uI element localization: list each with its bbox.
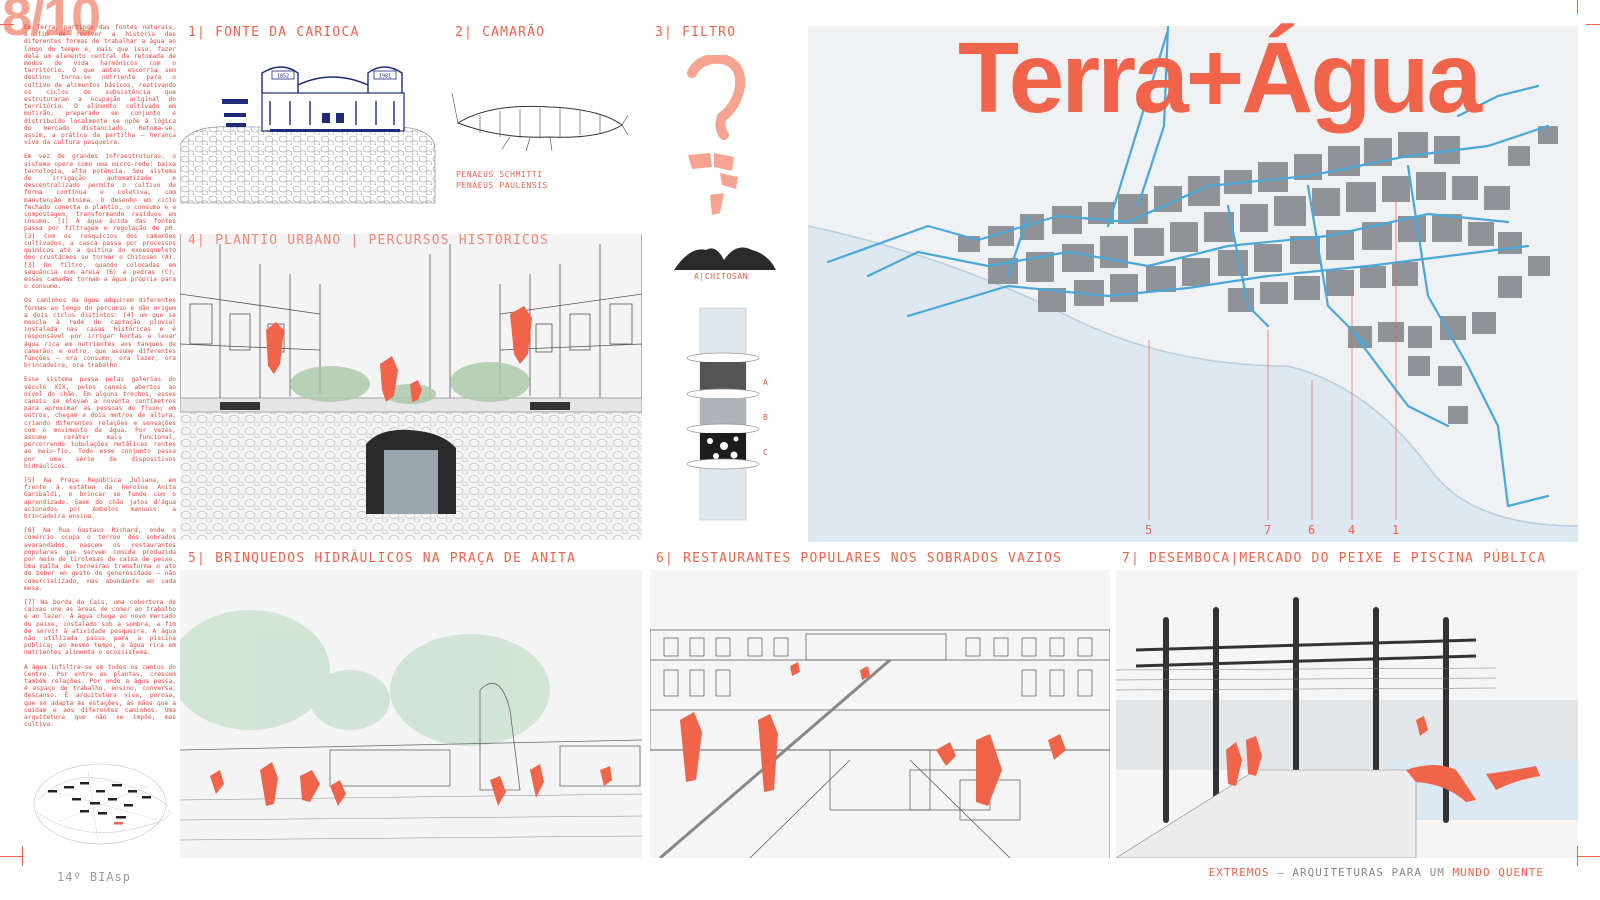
crop-mark-br-v [1577, 846, 1578, 866]
footer-extremos: EXTREMOS [1208, 866, 1270, 879]
crop-mark-tr-v [1577, 0, 1578, 14]
main-title: Terra+Água [958, 22, 1482, 134]
shrimp-species-2: PENAEUS PAULENSIS [456, 181, 549, 190]
crop-mark-br-h [1578, 856, 1600, 857]
filter-column [686, 306, 760, 526]
body-text: Em Terra, partindo das fontes naturais, … [24, 24, 176, 735]
fountain-year-left: 1852 [277, 74, 289, 80]
chitosan-pile [672, 240, 778, 272]
section-5-label: 5| BRINQUEDOS HIDRÁULICOS NA PRAÇA DE AN… [188, 551, 577, 566]
body-paragraph: [6] Na Rua Gustavo Richard, onde o comér… [24, 527, 176, 592]
fountain-drawing: 1852 1981 [179, 55, 440, 205]
section-3-label: 3| FILTRO [655, 25, 737, 40]
map-number-7: 7 [1264, 523, 1272, 537]
map-number-5: 5 [1145, 523, 1153, 537]
section-7-label: 7| DESEMBOCA|MERCADO DO PEIXE E PISCINA … [1122, 551, 1547, 566]
map-number-1: 1 [1392, 523, 1400, 537]
fountain-year-right: 1981 [379, 74, 391, 80]
city-map-panel [808, 26, 1578, 542]
urban-planting-panel [180, 234, 642, 540]
network-diagram [28, 760, 176, 848]
shrimp-species-1: PENAEUS SCHMITTI [456, 170, 543, 179]
shrimp-shell-icon [680, 53, 760, 225]
section-2-label: 2| CAMARÃO [455, 25, 546, 40]
body-paragraph: A água infiltra-se em todos os cantos do… [24, 663, 176, 729]
crop-mark-bl-h [0, 856, 22, 857]
footer-event-name: 14º BIAsp [57, 870, 132, 884]
shrimp-drawing [450, 85, 630, 155]
section-6-label: 6| RESTAURANTES POPULARES NOS SOBRADOS V… [656, 551, 1063, 566]
footer-series-title: EXTREMOS – ARQUITETURAS PARA UM MUNDO QU… [1209, 866, 1544, 879]
body-paragraph: Esse sistema passa pelas galerias do séc… [24, 376, 176, 470]
anita-square-panel [180, 570, 642, 858]
section-4-label: 4| PLANTIO URBANO | PERCURSOS HISTÓRICOS [188, 233, 550, 248]
crop-mark-bl-v [22, 846, 23, 866]
section-1-label: 1| FONTE DA CARIOCA [188, 25, 360, 40]
body-paragraph: Em vez de grandes infraestruturas, o sis… [24, 153, 176, 291]
footer-subtitle: – ARQUITETURAS PARA UM [1269, 866, 1453, 879]
crop-mark-tl-h [0, 24, 14, 25]
fish-market-panel [1116, 570, 1578, 858]
filter-layer-c: C [763, 448, 769, 457]
crop-mark-tr-h [1586, 24, 1600, 25]
map-number-6: 6 [1308, 523, 1316, 537]
footer-mundo-quente: MUNDO QUENTE [1452, 866, 1544, 879]
chitosan-label: A|CHITOSAN [694, 272, 749, 281]
body-paragraph: [5] Na Praça República Juliana, em frent… [24, 476, 176, 520]
popular-restaurants-panel [650, 570, 1110, 858]
body-paragraph: [7] Na borda do Cais, uma cobertura de c… [24, 599, 176, 657]
filter-layer-a: A [763, 378, 769, 387]
body-paragraph: Os caminhos da água adquirem diferentes … [24, 297, 176, 370]
map-number-4: 4 [1348, 523, 1356, 537]
map-leader-lines [1100, 170, 1500, 530]
page-number: 8/10 [2, 0, 101, 47]
body-paragraph: Em Terra, partindo das fontes naturais, … [24, 24, 176, 147]
filter-layer-b: B [763, 413, 769, 422]
